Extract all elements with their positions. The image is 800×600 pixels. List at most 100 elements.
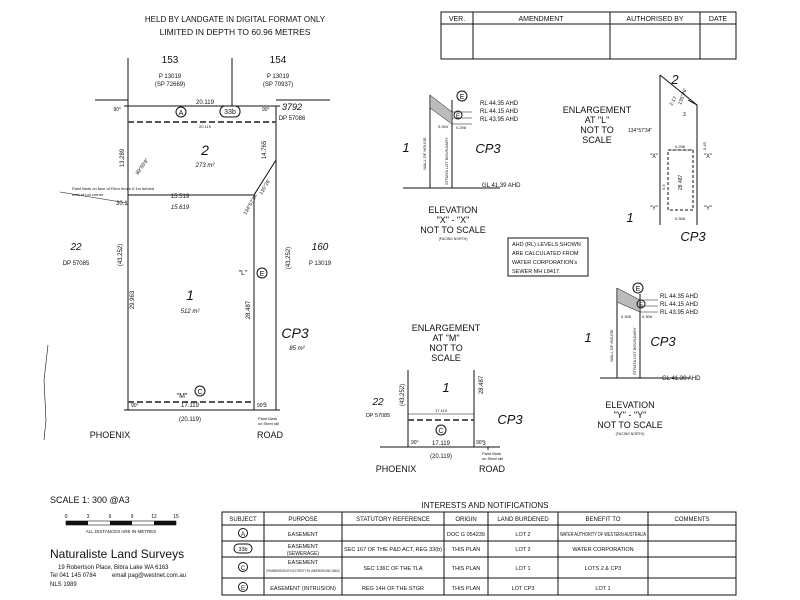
enl-l-x-left: "X" bbox=[650, 154, 658, 160]
ahd-note-line-4: SEWER MH L8417. bbox=[512, 269, 561, 275]
deg-marker: 90° bbox=[131, 403, 139, 409]
ahd-note-line-2: ARE CALCULATED FROM bbox=[512, 251, 579, 257]
enl-l-y-right: "Y" bbox=[704, 206, 712, 212]
enl-m-dim-short: 3 bbox=[482, 441, 486, 447]
elev-x-strata-label: STRATA LOT BOUNDARY bbox=[444, 137, 449, 185]
lot-2-number: 2 bbox=[200, 142, 209, 158]
elev-x-title-1: ELEVATION bbox=[428, 205, 477, 215]
dim-left-long-paren: (43.252) bbox=[118, 244, 124, 266]
easement-e-letter: E bbox=[260, 271, 265, 278]
easement-e-symbol bbox=[256, 267, 268, 279]
lot-153-sp: (SP 72669) bbox=[155, 82, 185, 88]
enl-l-title-4: SCALE bbox=[582, 135, 612, 145]
lot-22-number: 22 bbox=[69, 242, 82, 253]
enl-l-dim-e: 0.306 bbox=[675, 216, 686, 221]
elevation-x-x: E E RL 44.35 AHD RL 44.15 AHD RL 43.95 A… bbox=[402, 90, 521, 241]
interests-table: INTERESTS AND NOTIFICATIONS SUBJECT PURP… bbox=[221, 501, 737, 596]
enl-l-lot-bottom: 1 bbox=[626, 210, 633, 225]
lot-154-ref: P 13019 bbox=[267, 74, 290, 80]
enl-l-angle-b: 134°57'34" bbox=[628, 128, 652, 134]
ahd-note-line-1: AHD (RL) LEVELS SHOWN bbox=[512, 242, 581, 248]
elev-x-title-3: NOT TO SCALE bbox=[420, 225, 486, 235]
enlargement-m: ENLARGEMENT AT "M" NOT TO SCALE 1 22 DP … bbox=[366, 323, 524, 474]
enl-l-angle-a: 135°26' bbox=[677, 88, 688, 106]
enl-m-title-4: SCALE bbox=[431, 353, 461, 363]
enl-m-deg-2: 90° bbox=[476, 440, 484, 446]
company-email: email pag@westnet.com.au bbox=[112, 573, 186, 579]
enl-l-dim-d: 0.296 bbox=[675, 144, 686, 149]
amend-header-ver: VER. bbox=[449, 16, 465, 23]
elev-x-facing: (FACING NORTH) bbox=[439, 237, 468, 241]
enl-l-dim-g: 0.43 bbox=[702, 141, 707, 150]
scale-tick: 9 bbox=[131, 514, 134, 520]
enl-m-dim-top: 17.119 bbox=[435, 408, 448, 413]
interest-subject: A bbox=[241, 532, 245, 538]
interest-purpose: EASEMENT bbox=[288, 544, 319, 550]
label-l: "L" bbox=[239, 270, 248, 277]
interests-header: SUBJECT bbox=[229, 517, 257, 523]
enl-l-dim-f: 5.9 bbox=[661, 184, 666, 190]
enl-m-dim-left: (43.252) bbox=[400, 384, 406, 406]
interest-burdened: LOT 2 bbox=[515, 532, 530, 538]
interest-statutory: REG 14H OF THE STGR bbox=[362, 586, 424, 592]
interest-origin: THIS PLAN bbox=[452, 566, 480, 572]
elev-y-facing: (FACING NORTH) bbox=[616, 432, 645, 436]
elev-y-rl2: RL 44.15 AHD bbox=[660, 302, 699, 308]
elev-y-dim2: 0.306 bbox=[642, 314, 653, 319]
elev-y-title-1: ELEVATION bbox=[605, 400, 654, 410]
dim-left-mid: 30.1 bbox=[116, 201, 128, 207]
interest-origin: THIS PLAN bbox=[452, 586, 480, 592]
interest-benefit: LOT 1 bbox=[595, 586, 610, 592]
company-tel: Tel 041 145 0784 bbox=[50, 573, 97, 579]
lot-3792-dp: DP 57086 bbox=[279, 116, 306, 122]
elev-x-e-letter: E bbox=[460, 94, 465, 101]
interest-purpose: EASEMENT bbox=[288, 560, 319, 566]
scale-tick: 15 bbox=[173, 514, 179, 520]
enl-m-dim-bottom-paren: (20.119) bbox=[430, 454, 452, 460]
interest-burdened: LOT 1 bbox=[515, 566, 530, 572]
elev-x-lot: 1 bbox=[402, 140, 409, 155]
easement-33b-letter: 33b bbox=[224, 109, 236, 116]
lot-153-ref: P 13019 bbox=[159, 74, 182, 80]
paint-mark-3: Paint Mark bbox=[258, 416, 277, 421]
enlargement-l: ENLARGEMENT AT "L" NOT TO SCALE 2 1 CP3 … bbox=[563, 72, 712, 244]
road-name-right: ROAD bbox=[257, 430, 284, 440]
scale-tick: 3 bbox=[87, 514, 90, 520]
interests-header: LAND BURDENED bbox=[497, 517, 549, 523]
company-nls: NLS 1989 bbox=[50, 582, 77, 588]
dim-bottom-paren: (20.119) bbox=[179, 417, 201, 423]
elev-y-cp3: CP3 bbox=[650, 334, 676, 349]
interests-header: ORIGIN bbox=[455, 517, 476, 523]
amend-header-date: DATE bbox=[709, 16, 727, 23]
scale-tick: 0 bbox=[65, 514, 68, 520]
cp3-label: CP3 bbox=[281, 325, 308, 341]
easement-a-letter: A bbox=[179, 110, 184, 117]
interest-subject: 33b bbox=[238, 547, 247, 553]
paint-mark-1: Paint Mark on face of Fibro fence 0.1m b… bbox=[72, 186, 154, 191]
elev-x-rl3: RL 43.95 AHD bbox=[480, 117, 519, 123]
enl-l-title-1: ENLARGEMENT bbox=[563, 105, 632, 115]
enl-m-cp3: CP3 bbox=[497, 412, 523, 427]
interests-header: COMMENTS bbox=[675, 517, 710, 523]
enl-m-title-3: NOT TO bbox=[429, 343, 463, 353]
enl-l-dim-b: 3 bbox=[683, 112, 686, 118]
enl-l-x-right: "X" bbox=[704, 154, 712, 160]
elev-x-e-letter-2: E bbox=[456, 114, 460, 120]
lot-153-number: 153 bbox=[162, 55, 179, 66]
interest-origin: DOC G 054239 bbox=[447, 532, 485, 538]
label-m: "M" bbox=[177, 393, 188, 400]
deg-marker: 90° bbox=[257, 403, 265, 409]
depth-note: LIMITED IN DEPTH TO 60.96 METRES bbox=[160, 27, 311, 37]
dim-right-upper: 14.765 bbox=[262, 140, 268, 159]
enl-m-deg: 90° bbox=[411, 440, 419, 446]
interests-title: INTERESTS AND NOTIFICATIONS bbox=[422, 501, 549, 510]
enl-l-dim-a: 2.17 bbox=[669, 95, 679, 107]
interest-subject: C bbox=[241, 566, 246, 572]
interests-header: BENEFIT TO bbox=[585, 517, 620, 523]
scale-tick: 12 bbox=[151, 514, 157, 520]
amendment-table: VER. AMENDMENT AUTHORISED BY DATE bbox=[440, 11, 737, 60]
interest-burdened: LOT 2 bbox=[515, 547, 530, 553]
lot-154-number: 154 bbox=[270, 55, 287, 66]
scale-bar: SCALE 1: 300 @A3 0 3 6 9 12 15 ALL DISTA… bbox=[50, 495, 179, 534]
